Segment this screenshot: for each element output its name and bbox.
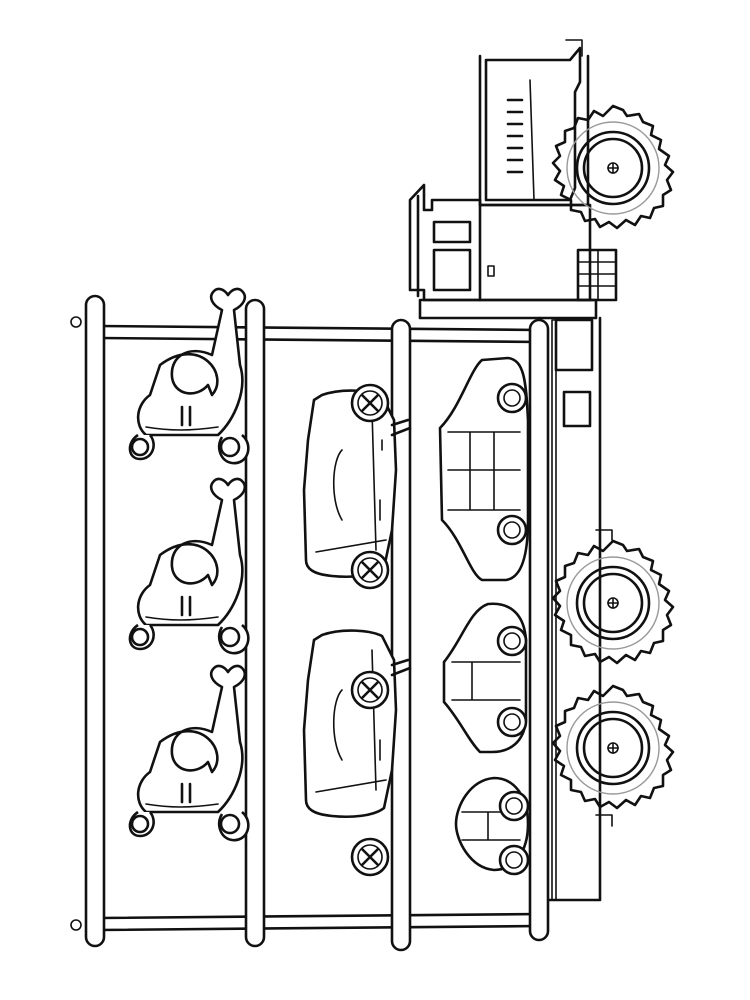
truck-cab <box>408 39 618 902</box>
vent-slots <box>506 98 524 174</box>
front-tire <box>551 104 675 230</box>
sedan-car-small <box>454 776 530 876</box>
cargo-rack <box>70 294 550 952</box>
rocket-car-1 <box>128 287 250 465</box>
rocket-car-3 <box>128 664 250 842</box>
middle-tire <box>551 539 675 665</box>
sedan-car-long <box>438 356 530 582</box>
rocket-car-2 <box>128 477 250 655</box>
rear-tire <box>551 684 675 810</box>
sedan-car-medium <box>442 602 528 754</box>
